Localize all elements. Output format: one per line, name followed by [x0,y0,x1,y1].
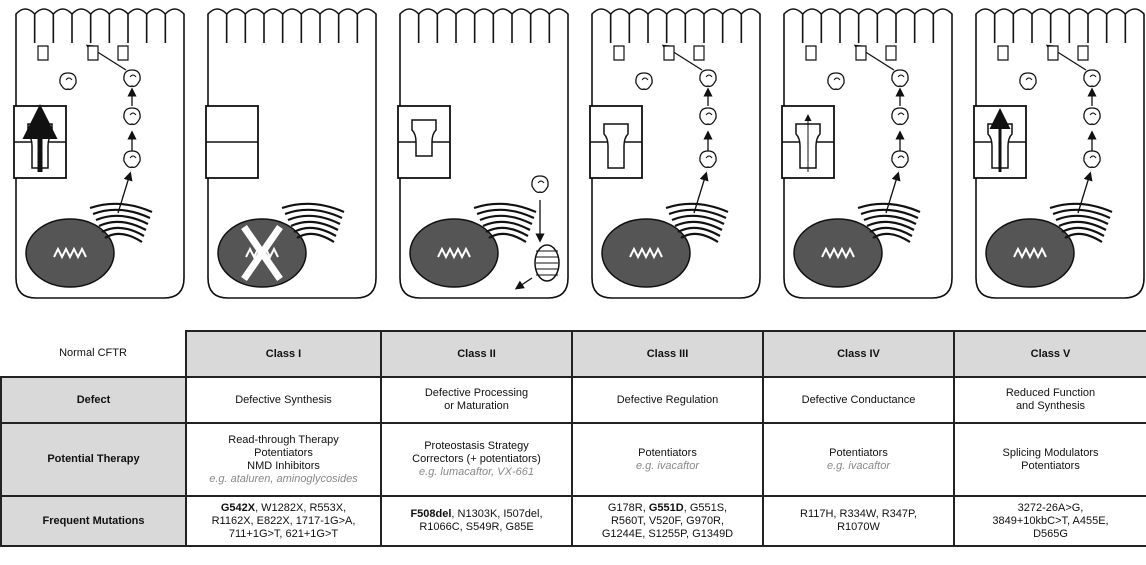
surface-channel [614,46,624,60]
column-class-ii: Class II [381,331,572,377]
surface-channel [806,46,816,60]
column-class-v: Class V [954,331,1146,377]
column-class-iv: Class IV [763,331,954,377]
surface-channel [998,46,1008,60]
surface-channel [664,46,674,60]
nucleus [26,219,114,287]
vesicle-shape [60,73,76,89]
vesicle-shape [1084,108,1100,124]
vesicle-shape [700,108,716,124]
normal-cftr-label: Normal CFTR [1,331,186,377]
vesicle-shape [636,73,652,89]
surface-channel [118,46,128,60]
surface-channel [1048,46,1058,60]
nucleus [410,219,498,287]
vesicle-shape [1084,151,1100,167]
mutations-cell: R117H, R334W, R347P,R1070W [763,496,954,546]
row-label-mutations: Frequent Mutations [1,496,186,546]
surface-channel [1078,46,1088,60]
column-class-iii: Class III [572,331,763,377]
mutations-cell: 3272-26A>G,3849+10kbC>T, A455E,D565G [954,496,1146,546]
cell-normal [14,9,184,298]
cftr-channel [604,124,628,168]
vesicle-shape [700,70,716,86]
cell-class4 [782,9,952,298]
surface-channel [38,46,48,60]
surface-channel [886,46,896,60]
defect-cell: Defective Conductance [763,377,954,423]
vesicle-shape [532,176,548,192]
cftr-cell-diagrams [0,0,1146,305]
mutations-cell: G178R, G551D, G551S,R560T, V520F, G970R,… [572,496,763,546]
cftr-class-table: Normal CFTR Class I Class II Class III C… [0,330,1146,547]
cell-class2 [398,9,568,298]
nucleus [602,219,690,287]
nucleus [794,219,882,287]
vesicle-shape [124,108,140,124]
row-label-therapy: Potential Therapy [1,423,186,496]
defect-cell: Defective Synthesis [186,377,381,423]
surface-channel [856,46,866,60]
nucleus [986,219,1074,287]
vesicle-shape [1084,70,1100,86]
vesicle-shape [892,151,908,167]
vesicle-shape [700,151,716,167]
column-class-i: Class I [186,331,381,377]
cell-class1 [206,9,376,298]
row-label-defect: Defect [1,377,186,423]
mutations-cell: F508del, N1303K, I507del,R1066C, S549R, … [381,496,572,546]
surface-channel [88,46,98,60]
vesicle-shape [892,108,908,124]
cell-class3 [590,9,760,298]
cftr-protein [412,120,436,156]
vesicle-shape [1020,73,1036,89]
vesicle-shape [124,70,140,86]
vesicle-shape [892,70,908,86]
cell-class5 [974,9,1144,298]
surface-channel [694,46,704,60]
vesicle-shape [828,73,844,89]
defect-cell: Defective Regulation [572,377,763,423]
mutations-cell: G542X, W1282X, R553X,R1162X, E822X, 1717… [186,496,381,546]
vesicle-shape [124,151,140,167]
